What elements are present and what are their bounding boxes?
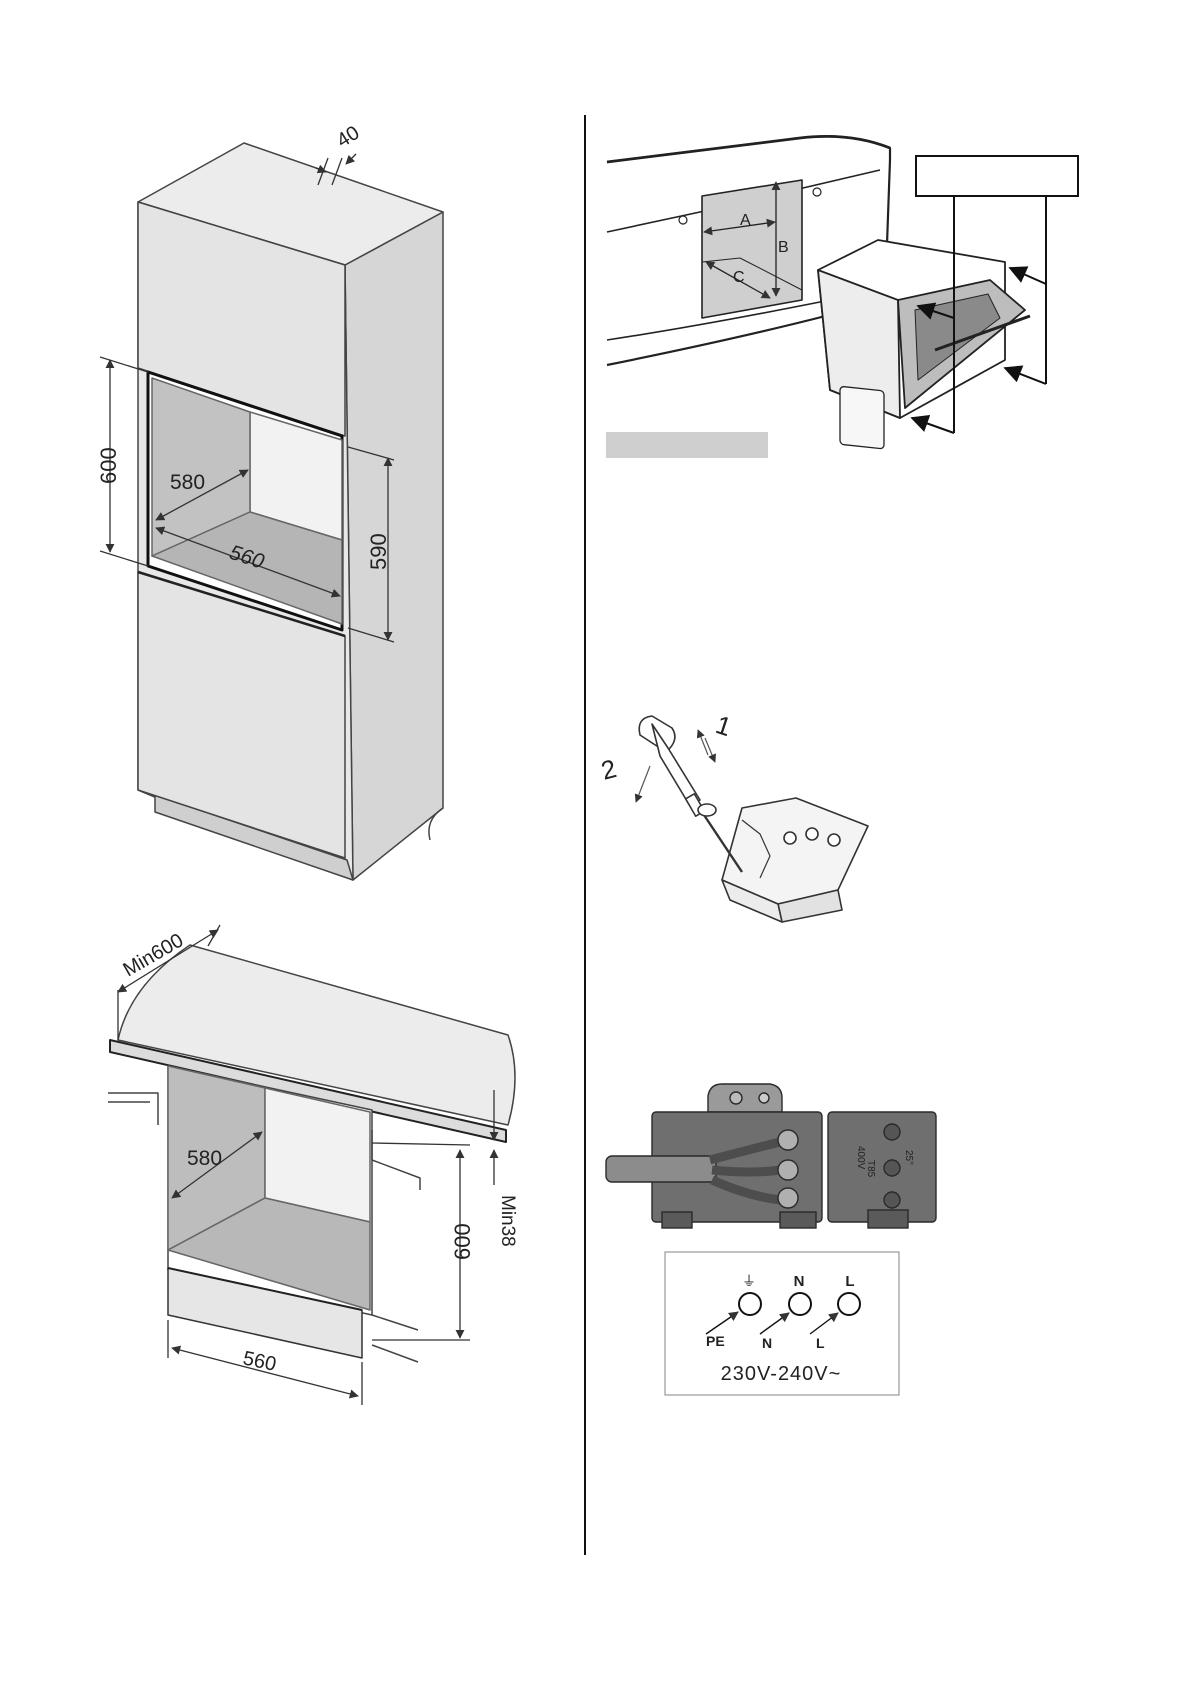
step-1-label: 1: [712, 709, 735, 742]
section-label-bar: [606, 432, 768, 458]
dim-b: B: [778, 239, 789, 256]
terminal-pe: PE: [706, 1333, 725, 1349]
terminal-circles: [739, 1293, 860, 1315]
terminal-n-top: N: [794, 1273, 805, 1290]
block-label-voltage: 400V: [855, 1146, 866, 1170]
dim-under-niche-depth: 580: [187, 1147, 222, 1170]
callout-box: [916, 156, 1078, 196]
terminal-l-top: L: [845, 1273, 854, 1290]
terminal-block: [606, 1084, 936, 1228]
screwdriver-diagram: [639, 716, 868, 922]
dim-niche-inner-height: 590: [366, 533, 391, 570]
dim-under-niche-height: 600: [450, 1223, 475, 1260]
terminal-l-bottom: L: [816, 1335, 825, 1351]
dim-under-niche-width: 560: [241, 1347, 278, 1375]
dim-niche-depth: 580: [170, 471, 205, 494]
dim-top-gap: 40: [333, 122, 364, 152]
dim-a: A: [740, 212, 751, 229]
block-label-temp: 25°: [903, 1150, 914, 1165]
tall-cabinet-diagram: [138, 143, 443, 880]
block-label-rating: T85: [865, 1160, 876, 1178]
voltage-label: 230V-240V~: [721, 1363, 842, 1385]
step-2-label: 2: [598, 753, 620, 786]
earth-symbol: ⏚: [742, 1273, 756, 1289]
under-counter-diagram: [108, 945, 515, 1362]
terminal-n-bottom: N: [762, 1335, 772, 1351]
dim-c: C: [733, 269, 745, 286]
dim-clearance: Min38: [497, 1195, 518, 1247]
dim-niche-height: 600: [96, 447, 121, 484]
